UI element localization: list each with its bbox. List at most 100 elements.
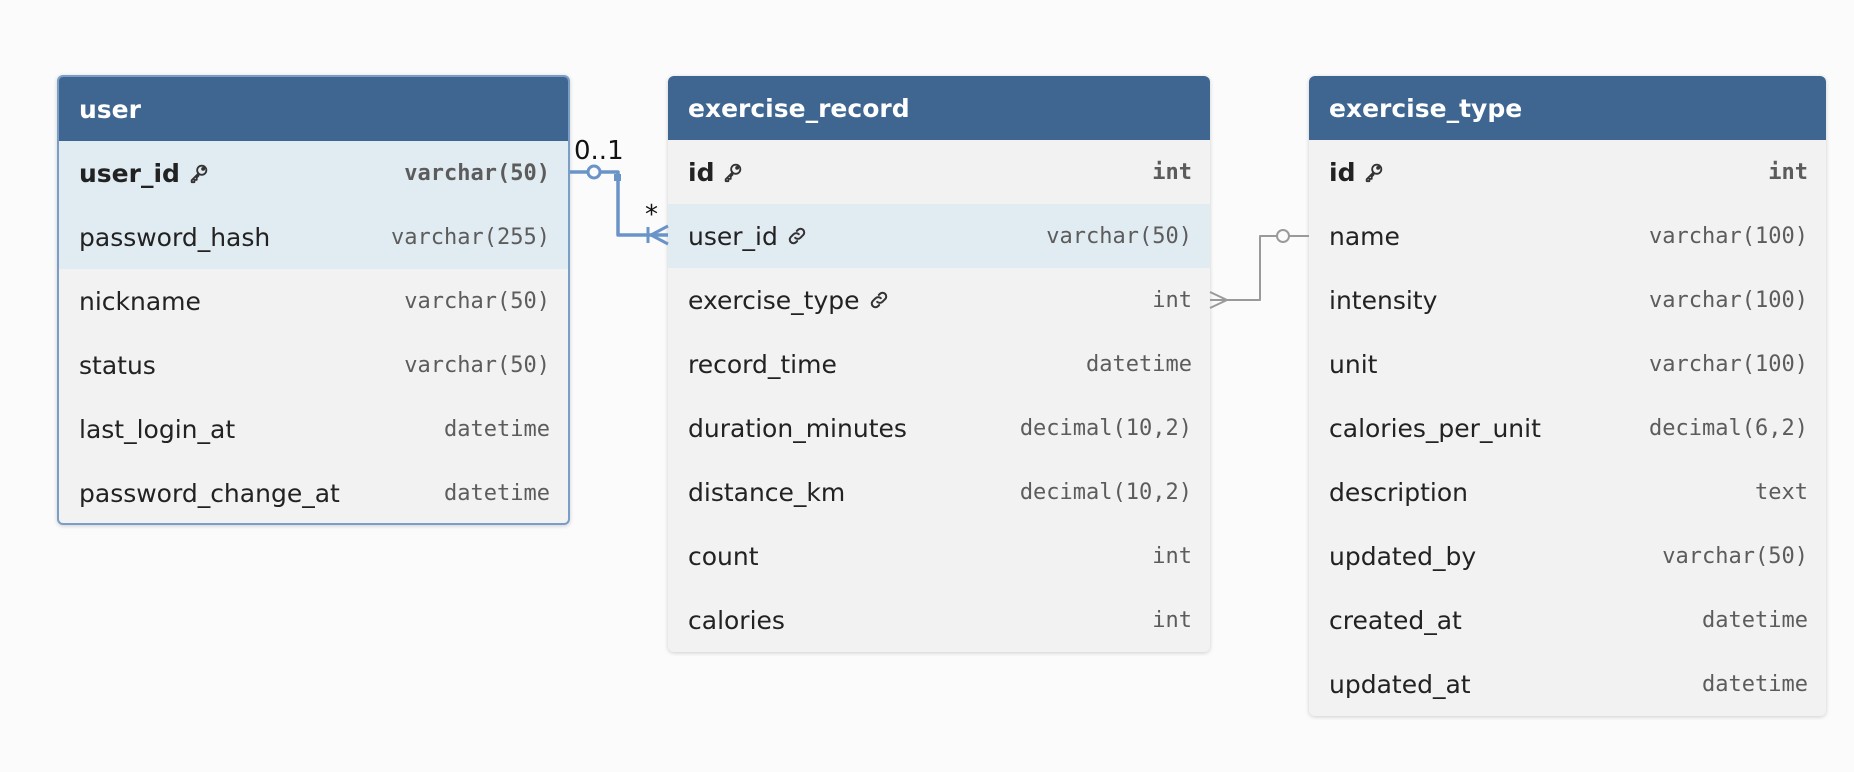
table-header-exercise-type[interactable]: exercise_type bbox=[1309, 76, 1826, 140]
field-type: varchar(50) bbox=[404, 160, 550, 186]
field-row-nickname[interactable]: nickname varchar(50) bbox=[59, 269, 568, 333]
field-row-created-at[interactable]: created_at datetime bbox=[1309, 588, 1826, 652]
field-name: updated_by bbox=[1329, 542, 1476, 571]
field-name: nickname bbox=[79, 287, 201, 316]
field-name: calories bbox=[688, 606, 785, 635]
field-type: int bbox=[1768, 159, 1808, 185]
field-row-intensity[interactable]: intensity varchar(100) bbox=[1309, 268, 1826, 332]
field-name: count bbox=[688, 542, 759, 571]
field-name-text: created_at bbox=[1329, 605, 1462, 635]
key-icon bbox=[1363, 161, 1385, 183]
field-row-exercise-type[interactable]: exercise_type int bbox=[668, 268, 1210, 332]
field-row-password-hash[interactable]: password_hash varchar(255) bbox=[59, 205, 568, 269]
field-name-text: user_id bbox=[79, 158, 180, 188]
field-name: id bbox=[1329, 158, 1385, 187]
field-name: exercise_type bbox=[688, 286, 890, 315]
field-name-text: password_hash bbox=[79, 222, 271, 252]
field-name-text: password_change_at bbox=[79, 478, 340, 508]
relationship-exercise-type-exercise-record[interactable] bbox=[1209, 229, 1309, 309]
field-name-text: updated_at bbox=[1329, 669, 1471, 699]
field-type: varchar(255) bbox=[391, 224, 550, 250]
field-row-id[interactable]: id int bbox=[1309, 140, 1826, 204]
field-row-last-login-at[interactable]: last_login_at datetime bbox=[59, 397, 568, 461]
field-name-text: calories bbox=[688, 605, 785, 635]
field-name-text: last_login_at bbox=[79, 414, 236, 444]
link-icon bbox=[868, 289, 890, 311]
field-name-text: distance_km bbox=[688, 477, 846, 507]
field-name-text: updated_by bbox=[1329, 541, 1477, 571]
field-name: duration_minutes bbox=[688, 414, 907, 443]
field-row-unit[interactable]: unit varchar(100) bbox=[1309, 332, 1826, 396]
field-name-text: intensity bbox=[1329, 285, 1438, 315]
field-name: status bbox=[79, 351, 156, 380]
table-title: exercise_record bbox=[688, 93, 910, 123]
field-type: int bbox=[1152, 543, 1192, 569]
field-row-count[interactable]: count int bbox=[668, 524, 1210, 588]
field-name: id bbox=[688, 158, 744, 187]
field-name-text: record_time bbox=[688, 349, 837, 379]
field-type: varchar(100) bbox=[1649, 351, 1808, 377]
field-row-status[interactable]: status varchar(50) bbox=[59, 333, 568, 397]
field-name-text: duration_minutes bbox=[688, 413, 907, 443]
field-name: updated_at bbox=[1329, 670, 1471, 699]
field-name-text: status bbox=[79, 350, 156, 380]
field-name: description bbox=[1329, 478, 1468, 507]
field-name: name bbox=[1329, 222, 1400, 251]
field-name-text: calories_per_unit bbox=[1329, 413, 1541, 443]
field-row-description[interactable]: description text bbox=[1309, 460, 1826, 524]
field-type: decimal(10,2) bbox=[1019, 479, 1192, 505]
field-type: datetime bbox=[1702, 671, 1808, 697]
table-title: exercise_type bbox=[1329, 93, 1523, 123]
field-row-distance-km[interactable]: distance_km decimal(10,2) bbox=[668, 460, 1210, 524]
field-name-text: exercise_type bbox=[688, 285, 860, 315]
field-row-updated-at[interactable]: updated_at datetime bbox=[1309, 652, 1826, 716]
field-name: distance_km bbox=[688, 478, 845, 507]
key-icon bbox=[722, 161, 744, 183]
field-name-text: id bbox=[1329, 157, 1356, 187]
field-name: password_hash bbox=[79, 223, 270, 252]
field-name: created_at bbox=[1329, 606, 1462, 635]
field-name: user_id bbox=[688, 222, 808, 251]
field-type: varchar(50) bbox=[1046, 223, 1192, 249]
link-icon bbox=[786, 225, 808, 247]
field-type: datetime bbox=[444, 416, 550, 442]
key-icon bbox=[188, 162, 210, 184]
field-row-user-id[interactable]: user_id varchar(50) bbox=[668, 204, 1210, 268]
field-name: last_login_at bbox=[79, 415, 235, 444]
field-name-text: id bbox=[688, 157, 715, 187]
field-name: calories_per_unit bbox=[1329, 414, 1541, 443]
field-name-text: count bbox=[688, 541, 759, 571]
field-name: record_time bbox=[688, 350, 837, 379]
table-header-user[interactable]: user bbox=[59, 77, 568, 141]
field-type: text bbox=[1755, 479, 1808, 505]
cardinality-label-many: * bbox=[645, 200, 658, 230]
field-name-text: unit bbox=[1329, 349, 1378, 379]
field-row-user-id[interactable]: user_id varchar(50) bbox=[59, 141, 568, 205]
table-title: user bbox=[79, 94, 141, 124]
field-type: decimal(10,2) bbox=[1019, 415, 1192, 441]
field-type: int bbox=[1152, 287, 1192, 313]
field-type: varchar(50) bbox=[404, 352, 550, 378]
field-type: varchar(100) bbox=[1649, 287, 1808, 313]
field-name: user_id bbox=[79, 159, 210, 188]
field-name-text: name bbox=[1329, 221, 1400, 251]
field-type: varchar(100) bbox=[1649, 223, 1808, 249]
field-type: datetime bbox=[1702, 607, 1808, 633]
table-header-exercise-record[interactable]: exercise_record bbox=[668, 76, 1210, 140]
field-name-text: user_id bbox=[688, 221, 778, 251]
field-row-duration-minutes[interactable]: duration_minutes decimal(10,2) bbox=[668, 396, 1210, 460]
field-row-name[interactable]: name varchar(100) bbox=[1309, 204, 1826, 268]
cardinality-label-one: 0..1 bbox=[574, 136, 624, 166]
field-type: varchar(50) bbox=[404, 288, 550, 314]
